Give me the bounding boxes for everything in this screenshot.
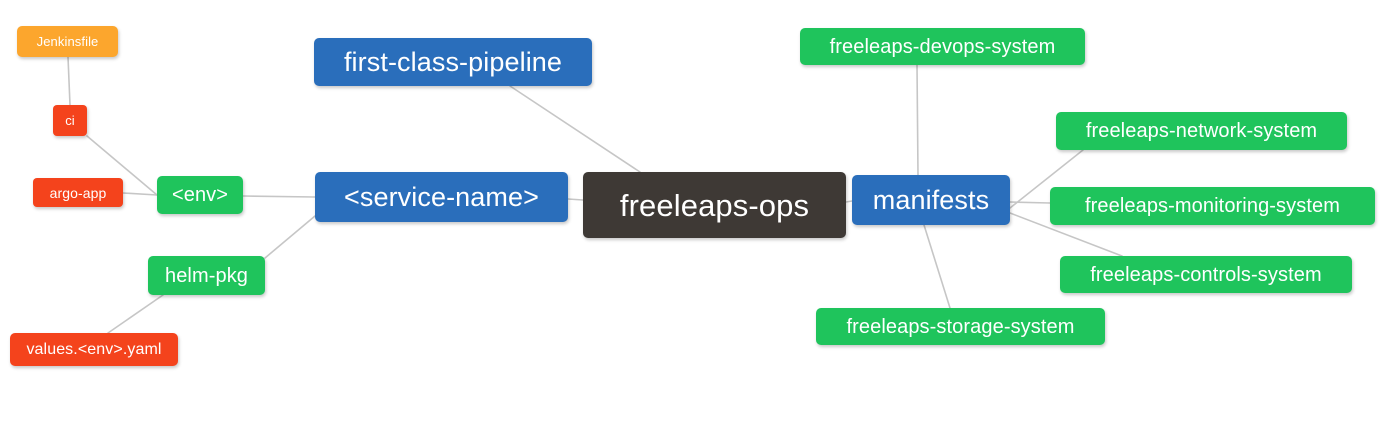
node-label-helm-pkg: helm-pkg [164,264,249,287]
node-jenkinsfile[interactable]: Jenkinsfile [17,26,118,57]
node-argo-app[interactable]: argo-app [33,178,123,207]
node-label-freeleaps-monitoring-system: freeleaps-monitoring-system [1084,195,1340,217]
node-manifests[interactable]: manifests [852,175,1010,225]
node-first-class-pipeline[interactable]: first-class-pipeline [314,38,592,86]
edge-helm-pkg-to-values-yaml [107,294,164,334]
node-label-values-yaml: values.<env>.yaml [26,340,162,358]
edge-env-to-service-name [242,195,316,198]
node-freeleaps-monitoring-system[interactable]: freeleaps-monitoring-system [1050,187,1375,225]
node-freeleaps-devops-system[interactable]: freeleaps-devops-system [800,28,1085,65]
node-env[interactable]: <env> [157,176,243,214]
node-label-freeleaps-storage-system: freeleaps-storage-system [846,315,1075,338]
edge-argo-app-to-env [122,192,158,196]
node-label-env: <env> [171,184,229,206]
node-helm-pkg[interactable]: helm-pkg [148,256,265,295]
node-freeleaps-controls-system[interactable]: freeleaps-controls-system [1060,256,1352,293]
node-freeleaps-storage-system[interactable]: freeleaps-storage-system [816,308,1105,345]
node-label-freeleaps-controls-system: freeleaps-controls-system [1090,263,1322,286]
edge-manifests-to-freeleaps-storage-system [923,224,951,309]
node-label-first-class-pipeline: first-class-pipeline [343,46,563,77]
edge-manifests-to-freeleaps-devops-system [916,64,919,176]
node-label-freeleaps-ops: freeleaps-ops [619,187,810,223]
node-label-freeleaps-devops-system: freeleaps-devops-system [829,35,1056,58]
node-freeleaps-network-system[interactable]: freeleaps-network-system [1056,112,1347,150]
node-service-name[interactable]: <service-name> [315,172,568,222]
edge-first-class-pipeline-to-freeleaps-ops [509,85,641,173]
node-label-manifests: manifests [872,184,990,215]
edge-service-name-to-freeleaps-ops [567,198,584,201]
edge-manifests-to-freeleaps-monitoring-system [1009,201,1051,204]
node-label-jenkinsfile: Jenkinsfile [36,34,99,49]
edge-service-name-to-helm-pkg [264,215,316,259]
node-label-argo-app: argo-app [49,184,107,201]
node-values-yaml[interactable]: values.<env>.yaml [10,333,178,366]
node-freeleaps-ops[interactable]: freeleaps-ops [583,172,846,238]
node-label-freeleaps-network-system: freeleaps-network-system [1085,120,1318,142]
edge-jenkinsfile-to-ci [67,56,71,106]
node-label-service-name: <service-name> [344,181,539,212]
node-label-ci: ci [65,113,75,128]
node-ci[interactable]: ci [53,105,87,136]
